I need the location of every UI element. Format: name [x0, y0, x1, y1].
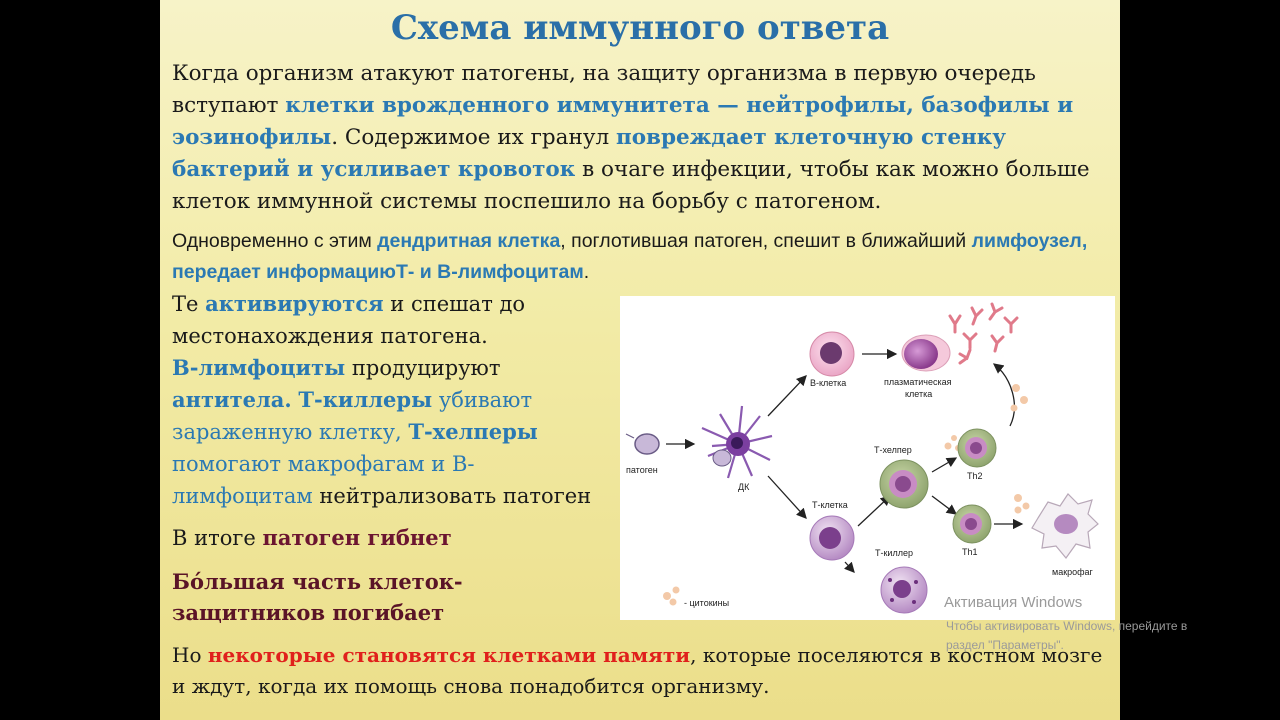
highlight-b-lymphocytes: В-лимфоциты: [172, 355, 346, 380]
windows-activation-title: Активация Windows: [944, 594, 1083, 611]
t-helper-cell: [879, 459, 929, 509]
highlight-pathogen-dies: патоген гибнет: [262, 525, 452, 550]
text-segment: . Содержимое их гранул: [331, 125, 616, 150]
label-t-cell: Т-клетка: [812, 500, 848, 510]
windows-activation-text: Чтобы активировать Windows, перейдите в …: [946, 617, 1246, 655]
b-cell: [809, 331, 855, 377]
text-segment: и спешат до местонахождения патогена.: [172, 292, 526, 348]
text-segment: убивают зараженную клетку,: [172, 388, 533, 444]
diagram-svg: патоген ДК В-клетка: [625, 302, 1099, 614]
slide-title: Схема иммунного ответа: [390, 8, 890, 48]
highlight-lymph-node: лимфоузел, передает информацию: [172, 230, 1088, 283]
label-plasma-cell-1: плазматическая: [884, 377, 952, 387]
label-cytokines: - цитокины: [684, 598, 729, 608]
label-pathogen: патоген: [626, 465, 658, 475]
text-segment: нейтрализовать патоген: [312, 484, 592, 508]
label-t-helper: Т-хелпер: [874, 445, 912, 455]
paragraph-activation: Те активируются и спешат до местонахожде…: [172, 288, 612, 512]
text-segment: продуцируют: [345, 356, 501, 380]
t-killer-cell: [880, 566, 928, 614]
dc-pathogen: [712, 449, 732, 467]
label-dc: ДК: [738, 482, 750, 492]
label-t-killer: Т-киллер: [875, 548, 913, 558]
text-segment: , поглотившая патоген, спешит в ближайши…: [560, 230, 972, 252]
text-segment: Но: [172, 643, 208, 667]
highlight-damage: повреждает клеточную стенку бактерий и у…: [172, 125, 1007, 182]
antibodies-icon: [948, 302, 1019, 365]
paragraph-innate-immunity: Когда организм атакуют патогены, на защи…: [172, 58, 1112, 218]
windows-activation-line-2: раздел "Параметры".: [946, 638, 1064, 652]
highlight-lymphocytes: Т- и В-лимфоцитам: [395, 261, 584, 283]
label-th2: Th2: [967, 471, 983, 481]
label-th1: Th1: [962, 547, 978, 557]
windows-activation-line-1: Чтобы активировать Windows, перейдите в: [946, 619, 1188, 633]
paragraph-result: В итоге патоген гибнет: [172, 522, 612, 554]
highlight-t-helpers: Т-хелперы: [408, 419, 538, 444]
paragraph-dendritic-cell: Одновременно с этим дендритная клетка, п…: [172, 226, 1112, 288]
cytokine-legend-icon: [663, 586, 680, 606]
immune-response-diagram: патоген ДК В-клетка: [620, 296, 1115, 620]
label-plasma-cell-2: клетка: [905, 389, 932, 399]
th2-cell: [957, 428, 997, 468]
dendritic-cell: [701, 405, 773, 479]
highlight-memory-cells: некоторые становятся клетками памяти: [207, 643, 691, 667]
text-segment: .: [583, 261, 590, 283]
highlight-activate: активируются: [205, 291, 384, 316]
macrophage-cell: [1031, 493, 1099, 559]
highlight-antibodies: антитела.: [172, 387, 292, 412]
plasma-cell: [901, 334, 951, 372]
pathogen-cell: [625, 433, 660, 455]
text-segment: Когда организм атакуют патогены, на защи…: [172, 61, 1036, 118]
text-segment: в очаге инфекции, чтобы как можно больше…: [172, 157, 1090, 214]
label-macrophage: макрофаг: [1052, 567, 1094, 577]
label-b-cell: В-клетка: [810, 378, 846, 388]
highlight-t-killers: Т-киллеры: [298, 387, 433, 412]
paragraph-memory-cells: Но некоторые становятся клетками памяти,…: [172, 640, 1112, 702]
text-segment: , которые поселяются в костном мозге и ж…: [172, 643, 1103, 698]
text-segment: Одновременно с этим: [172, 230, 378, 252]
slide: Схема иммунного ответа Когда организм ат…: [160, 0, 1120, 720]
highlight-dendritic-cell: дендритная клетка: [377, 230, 561, 252]
text-segment: В итоге: [172, 526, 263, 550]
text-segment: Те: [172, 292, 206, 316]
text-segment: помогают макрофагам и В-лимфоцитам: [172, 452, 475, 508]
highlight-innate-cells: клетки врожденного иммунитета — нейтрофи…: [172, 93, 1074, 150]
t-cell: [809, 515, 855, 561]
th1-cell: [952, 504, 992, 544]
cytokine-dots-top: [1010, 384, 1028, 412]
paragraph-most-cells-die: Бóльшая часть клеток-защитников погибает: [172, 569, 463, 625]
